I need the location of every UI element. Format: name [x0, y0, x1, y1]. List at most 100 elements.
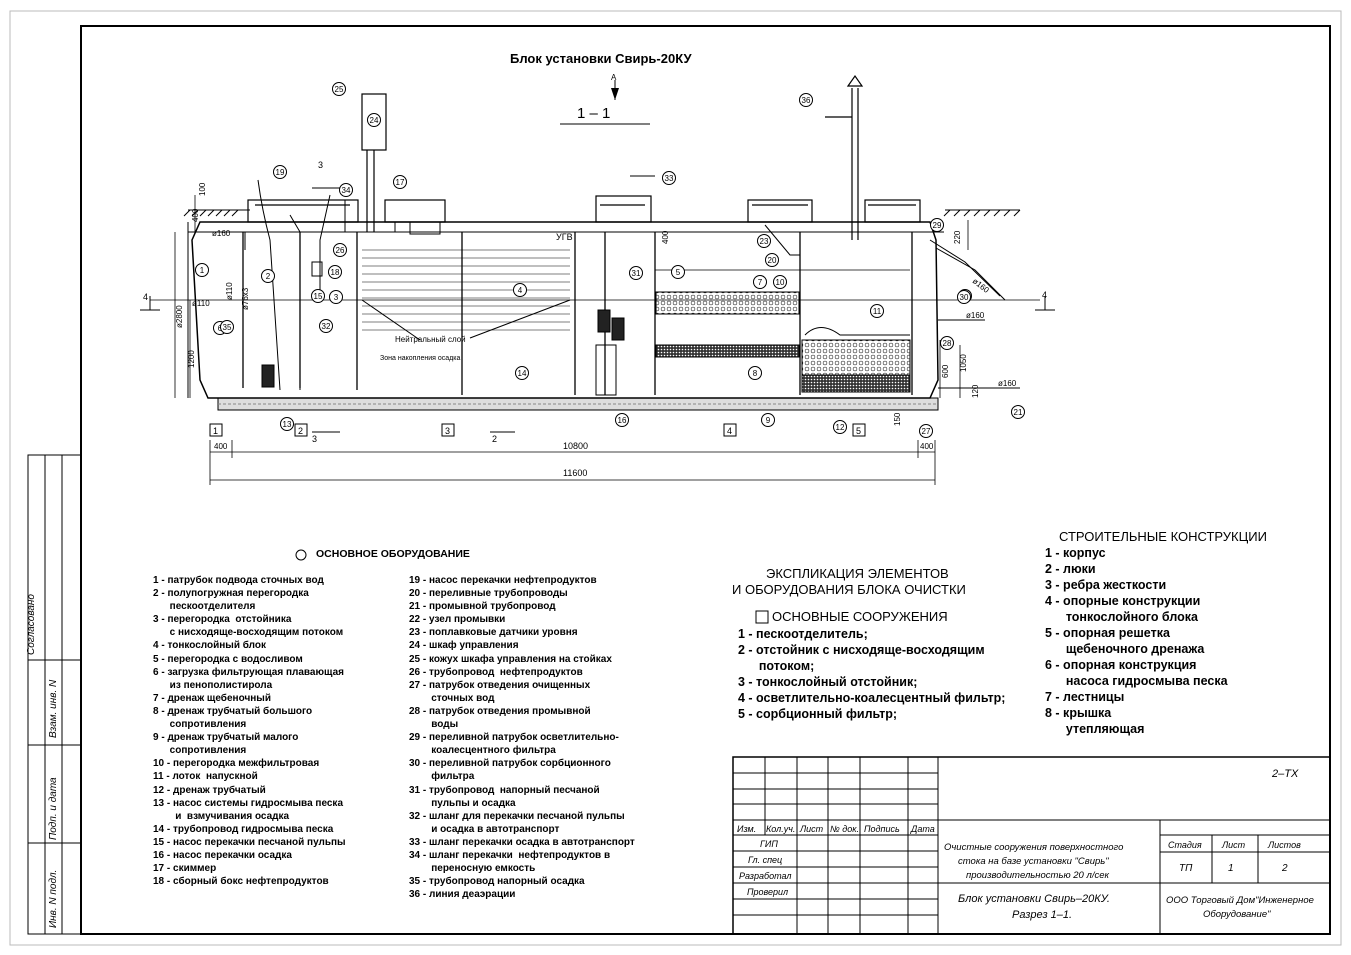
tb-sheet: 1 — [1228, 863, 1234, 874]
explication-line-1: 2 - отстойник с нисходяще-восходящим — [738, 643, 985, 657]
equipment-line-9: сточных вод — [409, 692, 495, 704]
callout-number-31: 31 — [632, 269, 641, 278]
gravel-drain — [655, 344, 800, 358]
construction-line-8: насоса гидросмыва песка — [1045, 674, 1228, 688]
callout-number-25: 25 — [335, 85, 344, 94]
callout-circle-27 — [919, 424, 933, 438]
zone-3: 3 — [445, 426, 450, 436]
equipment-line-8: из пенополистирола — [153, 679, 273, 691]
tb-sheets-label: Листов — [1267, 840, 1301, 850]
callout-number-17: 17 — [396, 178, 405, 187]
zone-5: 5 — [856, 426, 861, 436]
callout-circle-3 — [329, 290, 343, 304]
tb-company-2: Оборудование" — [1203, 909, 1271, 920]
callout-circle-7 — [753, 275, 767, 289]
tb-project-1: Очистные сооружения поверхностного — [944, 842, 1123, 853]
zone-2: 2 — [298, 426, 303, 436]
equipment-line-8: 27 - патрубок отведения очищенных — [409, 679, 591, 691]
callout-circle-23 — [757, 234, 771, 248]
callout-number-12: 12 — [836, 423, 845, 432]
explication-line-3: 3 - тонкослойный отстойник; — [738, 675, 918, 689]
equipment-line-12: 9 - дренаж трубчатый малого — [153, 732, 299, 744]
tb-sheet-title-1: Блок установки Свирь–20КУ. — [958, 893, 1110, 905]
explication-line-4: 4 - осветлительно-коалесцентный фильтр; — [738, 691, 1006, 705]
explication-line-0: 1 - пескоотделитель; — [738, 627, 868, 641]
explication-line-2: потоком; — [738, 659, 815, 673]
equipment-line-15: 11 - лоток напускной — [153, 771, 258, 783]
equipment-line-20: 33 - шланг перекачки осадка в автотрансп… — [409, 836, 635, 848]
dim-small6: 220 — [953, 230, 962, 244]
callout-circle-34 — [339, 183, 353, 197]
dim-small3: 120 — [971, 384, 980, 398]
zone-boxes — [209, 423, 866, 437]
callout-number-11: 11 — [873, 307, 882, 316]
water-levels — [150, 269, 1040, 301]
equipment-line-1: 20 - переливные трубопроводы — [409, 588, 568, 600]
callout-number-21: 21 — [1014, 408, 1023, 417]
side-stamp — [27, 454, 82, 935]
tb-code: 2–ТХ — [1271, 768, 1299, 780]
equipment-line-18: 32 - шланг для перекачки песчаной пульпы — [409, 810, 625, 822]
equipment-line-18: и взмучивания осадка — [153, 810, 290, 822]
equipment-line-5: 4 - тонкослойный блок — [153, 640, 267, 652]
tb-company-1: ООО Торговый Дом"Инженерное — [1166, 895, 1314, 906]
section-cut-markers — [140, 175, 1055, 433]
equipment-line-3: 22 - узел промывки — [409, 614, 506, 626]
equipment-line-1: 2 - полупогружная перегородка — [153, 588, 309, 600]
callout-circle-36 — [799, 93, 813, 107]
neutral-layer-label: Нейтральный слой — [395, 335, 466, 344]
callout-number-8: 8 — [753, 369, 758, 378]
callout-number-26: 26 — [336, 246, 345, 255]
pumps — [261, 221, 625, 396]
equipment-line-4: 23 - поплавковые датчики уровня — [409, 627, 578, 639]
equipment-line-7: 6 - загрузка фильтрующая плавающая — [153, 666, 344, 678]
equipment-line-12: 29 - переливной патрубок осветлительно- — [409, 732, 619, 744]
callout-circle-10 — [773, 275, 787, 289]
dim-small5: 400 — [661, 230, 670, 244]
tb-sheet-label: Лист — [1221, 840, 1246, 850]
equipment-header-circle — [295, 549, 307, 561]
callout-number-35: 35 — [223, 323, 232, 332]
inlet-tray — [804, 327, 910, 336]
callout-circle-32 — [319, 319, 333, 333]
drawing-title: Блок установки Свирь-20КУ — [510, 51, 692, 66]
callout-number-16: 16 — [618, 416, 627, 425]
tb-sheets: 2 — [1281, 863, 1288, 874]
equipment-line-9: 7 - дренаж щебеночный — [153, 692, 271, 704]
callout-number-20: 20 — [768, 256, 777, 265]
dimension-lines — [174, 195, 969, 485]
equipment-line-22: переносную емкость — [409, 863, 536, 875]
ground-surface — [183, 209, 1021, 217]
callout-number-14: 14 — [518, 369, 527, 378]
cut-left: 4 — [143, 292, 148, 302]
callout-number-33: 33 — [665, 174, 674, 183]
callout-circle-5 — [671, 265, 685, 279]
construction-header: СТРОИТЕЛЬНЫЕ КОНСТРУКЦИИ — [1059, 529, 1267, 544]
equipment-line-20: 15 - насос перекачки песчаной пульпы — [153, 836, 346, 848]
callout-circle-31 — [629, 266, 643, 280]
tb-sheet-title-2: Разрез 1–1. — [1012, 909, 1072, 921]
callout-number-7: 7 — [758, 278, 763, 287]
construction-line-0: 1 - корпус — [1045, 546, 1106, 560]
equipment-line-2: пескоотделителя — [153, 601, 256, 613]
callout-number-13: 13 — [283, 420, 292, 429]
equipment-line-22: 17 - скиммер — [153, 863, 217, 875]
callout-number-30: 30 — [960, 293, 969, 302]
manholes — [247, 195, 921, 223]
callout-number-28: 28 — [943, 339, 952, 348]
tb-col-kol: Кол.уч. — [766, 824, 795, 834]
explication-line-5: 5 - сорбционный фильтр; — [738, 707, 898, 721]
callout-circle-24 — [367, 113, 381, 127]
callout-bubbles: 1234567891011121314151617181920212223242… — [195, 82, 1025, 438]
equipment-line-11: сопротивления — [153, 719, 247, 731]
tb-col-list: Лист — [799, 824, 824, 834]
dim-pipe-small3: ø160 — [212, 229, 231, 238]
callout-number-3: 3 — [334, 293, 339, 302]
sorption-filter-bottom — [801, 374, 911, 393]
groundwater-label: УГВ — [556, 232, 573, 242]
cut-s3-top: 3 — [318, 160, 323, 170]
explication-items: 1 - пескоотделитель; 2 - отстойник с нисх… — [738, 626, 1005, 722]
dim-small2: 1050 — [959, 354, 968, 372]
cut-right: 4 — [1042, 290, 1047, 300]
